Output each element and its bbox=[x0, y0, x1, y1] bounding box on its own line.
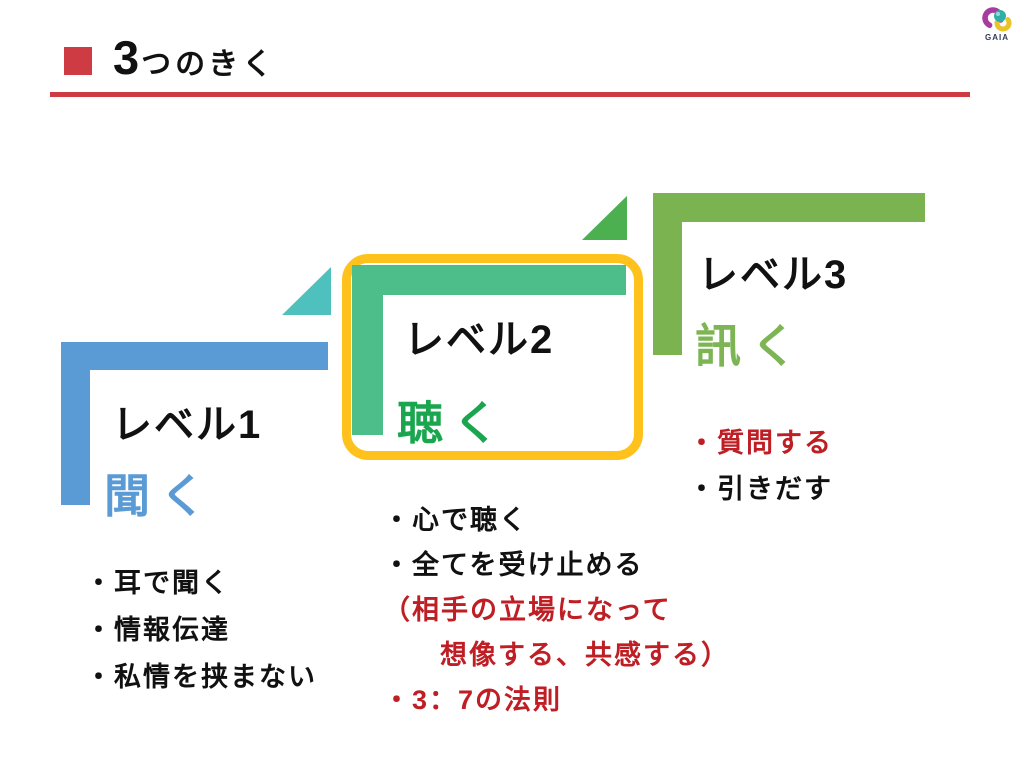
step-arrow-triangle-1 bbox=[282, 266, 331, 315]
level2-highlight-border bbox=[342, 254, 643, 460]
page-title-text: つのきく bbox=[141, 48, 277, 81]
list-item: ・私情を挟まない bbox=[85, 662, 317, 692]
list-item: ・3：7の法則 bbox=[383, 685, 563, 715]
page-title-number: 3 bbox=[113, 31, 142, 84]
level1-step-shape bbox=[61, 342, 328, 505]
level2-label: レベル2 bbox=[404, 318, 555, 362]
level2-step-shape bbox=[352, 265, 626, 435]
level2-bullet-list: ・心で聴く・全てを受け止める （相手の立場になって想像する、共感する） ・3：7の法… bbox=[383, 498, 730, 723]
list-item: ・情報伝達 bbox=[85, 615, 230, 645]
level2-keyword: 聴く bbox=[397, 397, 509, 449]
list-item: ・耳で聞く bbox=[85, 568, 230, 598]
level1-label: レベル1 bbox=[112, 403, 263, 447]
list-item: （相手の立場になって bbox=[383, 595, 672, 625]
level3-step-shape bbox=[653, 193, 925, 355]
list-item: ・引きだす bbox=[688, 474, 833, 504]
gaia-logo-icon bbox=[982, 7, 1012, 32]
step-arrow-triangle-2 bbox=[582, 195, 627, 240]
list-item: 想像する、共感する） bbox=[440, 640, 730, 670]
level3-bullet-list: ・質問する・引きだす bbox=[688, 420, 833, 512]
level1-bullet-list: ・耳で聞く・情報伝達・私情を挟まない bbox=[85, 560, 317, 701]
list-item: ・全てを受け止める bbox=[383, 550, 644, 580]
level3-label: レベル3 bbox=[698, 253, 849, 297]
title-bullet-square bbox=[64, 47, 92, 75]
gaia-logo-text: GAIA bbox=[985, 33, 1009, 42]
title-underline bbox=[50, 92, 970, 97]
list-item: ・質問する bbox=[688, 428, 833, 458]
gaia-logo: GAIA bbox=[976, 6, 1018, 42]
list-item: ・心で聴く bbox=[383, 505, 528, 535]
level3-keyword: 訊く bbox=[695, 320, 807, 372]
level1-keyword: 聞く bbox=[104, 470, 216, 522]
